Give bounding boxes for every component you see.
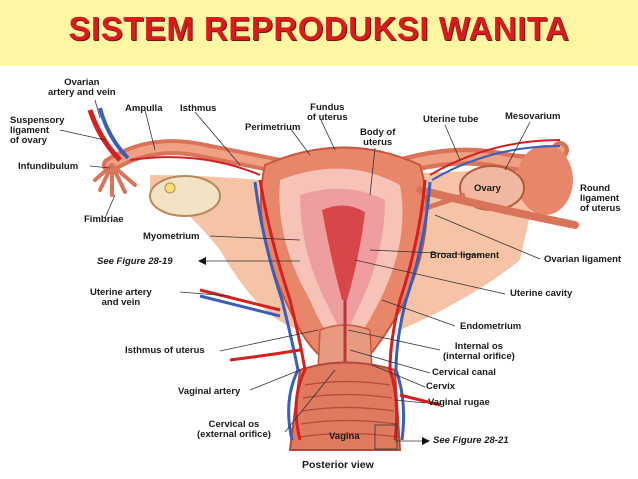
label-vagina: Vagina [329,431,360,442]
leader-lines [59,99,541,442]
label-isthmus: Isthmus [180,103,217,114]
right-tube-end [517,145,573,215]
title-banner [0,0,638,66]
uterine-artery-left [258,179,307,441]
caption-posterior-view: Posterior view [302,459,374,471]
ovarian-ligament [419,192,466,213]
uterus-illustration [59,99,579,451]
label-myometrium: Myometrium [143,231,200,242]
label-ampulla: Ampulla [125,103,163,114]
label-ovary: Ovary [474,183,501,194]
uterine-vein-right [394,181,432,441]
label-uterine-tube: Uterine tube [423,114,479,125]
arrow-right-icon [422,437,430,445]
label-see-figure-28-19: See Figure 28-19 [97,256,173,267]
label-infundibulum: Infundibulum [18,161,79,172]
ovarian-artery [87,109,122,162]
label-endometrium: Endometrium [460,321,522,332]
ovary-left [149,175,221,217]
label-cervical-canal: Cervical canal [432,367,496,378]
label-mesovarium: Mesovarium [505,111,561,122]
arrow-left-icon [198,257,206,265]
label-suspensory-ligament: Suspensory ligament of ovary [10,115,65,146]
ovarian-vein [98,107,130,160]
label-body-of-uterus: Body of uterus [360,127,396,148]
label-uterine-cavity: Uterine cavity [510,288,573,299]
label-uterine-artery-vein: Uterine artery and vein [90,287,152,308]
label-broad-ligament: Broad ligament [430,250,500,261]
label-isthmus-of-uterus: Isthmus of uterus [125,345,205,356]
page-title: SISTEM REPRODUKSI WANITA [68,10,570,47]
label-perimetrium: Perimetrium [245,122,301,133]
round-ligament [416,186,579,229]
label-see-figure-28-21: See Figure 28-21 [433,435,509,446]
label-cervical-os: Cervical os (external orifice) [197,419,271,440]
label-ovarian-ligament: Ovarian ligament [544,254,622,265]
label-vaginal-rugae: Vaginal rugae [428,397,490,408]
vaginal-rugae [299,380,399,438]
uterine-vein-left [253,181,300,441]
label-fundus: Fundus of uterus [307,102,348,123]
uterine-cavity [322,205,365,300]
label-cervix: Cervix [426,381,456,392]
label-fimbriae: Fimbriae [84,214,124,225]
fimbriae [93,163,137,197]
label-round-ligament: Round ligament of uterus [580,183,621,214]
label-internal-os: Internal os (internal orifice) [443,341,515,362]
label-ovarian-artery-vein: Ovarian artery and vein [48,77,116,98]
uterine-artery-right [388,179,427,441]
label-vaginal-artery: Vaginal artery [178,386,241,397]
